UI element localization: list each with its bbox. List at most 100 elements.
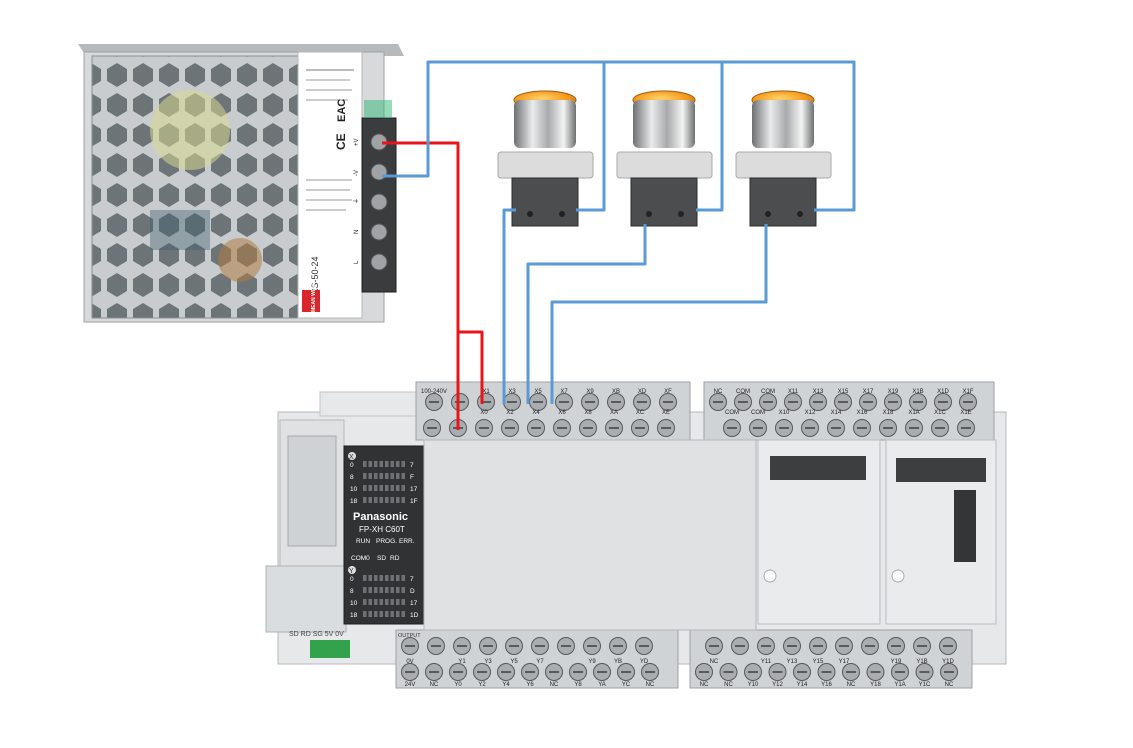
led-row-end: 7 [410, 576, 414, 583]
terminal-label: Y3 [484, 659, 492, 665]
led-indicator [374, 599, 378, 605]
terminal-label: NC [700, 682, 709, 688]
terminal-label: NC [646, 682, 655, 688]
terminal-label: Y17 [839, 659, 850, 665]
push-button-icon[interactable] [616, 90, 713, 227]
led-indicator [379, 575, 383, 581]
terminal-label: NC [710, 659, 719, 665]
led-indicator [396, 461, 400, 467]
led-indicator [390, 611, 394, 617]
led-indicator [385, 587, 389, 593]
led-indicator [390, 473, 394, 479]
terminal-label: X2 [506, 410, 514, 416]
led-indicator [363, 485, 367, 491]
terminal-label: Y8 [574, 682, 582, 688]
led-indicator [396, 575, 400, 581]
terminal-label: NC [550, 682, 559, 688]
led-indicator [363, 473, 367, 479]
terminal-label: X17 [863, 389, 874, 395]
led-indicator [396, 611, 400, 617]
led-row-start: 10 [350, 486, 358, 493]
psu-terminal-label: -V [354, 170, 360, 176]
terminal-label: X14 [831, 410, 842, 416]
led-row-start: 8 [350, 474, 354, 481]
sd-label: SD [377, 555, 386, 562]
terminal-label: XB [612, 389, 620, 395]
terminal-label: X3 [508, 389, 516, 395]
led-indicator [385, 485, 389, 491]
led-row-start: 0 [350, 576, 354, 583]
led-indicator [396, 473, 400, 479]
terminal-label: 0V [406, 659, 413, 665]
led-indicator [368, 497, 372, 503]
led-row-start: 10 [350, 600, 358, 607]
led-indicator [390, 575, 394, 581]
terminal-label: Y15 [813, 659, 824, 665]
led-indicator [396, 485, 400, 491]
psu-screw[interactable] [370, 223, 388, 241]
led-indicator [368, 587, 372, 593]
led-indicator [401, 461, 405, 467]
terminal-label: NC [430, 682, 439, 688]
led-indicator [374, 461, 378, 467]
terminal-label: COM [761, 389, 775, 395]
blue-wire [550, 224, 768, 404]
terminal-label: X18 [883, 410, 894, 416]
terminal-label: Y9 [588, 659, 596, 665]
push-button-icon[interactable] [497, 90, 594, 227]
terminal-label: X16 [857, 410, 868, 416]
terminal-label: Y1A [894, 682, 905, 688]
led-row-start: 0 [350, 462, 354, 469]
terminal-label: X1 [482, 389, 490, 395]
led-indicator [363, 497, 367, 503]
terminal-label: X7 [560, 389, 568, 395]
terminal-label: Y12 [772, 682, 783, 688]
led-indicator [385, 611, 389, 617]
led-row-end: D [410, 588, 415, 595]
terminal-label: X0 [480, 410, 488, 416]
blue-wire [576, 62, 606, 212]
blue-wire [382, 60, 856, 212]
led-indicator [401, 587, 405, 593]
led-indicator [396, 587, 400, 593]
terminal-label: XF [664, 389, 672, 395]
terminal-label: YB [614, 659, 622, 665]
terminal-label: Y10 [748, 682, 759, 688]
red-wire [382, 141, 484, 404]
terminal-label: X1A [908, 410, 919, 416]
led-indicator [396, 497, 400, 503]
psu-terminal-label: N [354, 230, 360, 234]
terminal-label: YD [640, 659, 649, 665]
led-indicator [363, 611, 367, 617]
led-indicator [368, 599, 372, 605]
terminal-label: X10 [779, 410, 790, 416]
led-indicator [390, 485, 394, 491]
psu-terminal-screws [370, 133, 388, 271]
led-indicator [390, 497, 394, 503]
power-supply: LRS-50-24 MEAN WELL CE EAC +V -V ⏚ N L [78, 44, 404, 323]
terminal-label: X5 [534, 389, 542, 395]
serial-labels: SD RD SG 5V 0V [289, 631, 344, 638]
terminal-label: X11 [788, 389, 799, 395]
x-indicator: X [349, 454, 354, 461]
led-indicator [368, 461, 372, 467]
led-indicator [385, 497, 389, 503]
terminal-label: COM [751, 410, 765, 416]
terminal-label: Y4 [502, 682, 510, 688]
psu-screw[interactable] [370, 253, 388, 271]
terminal-label: X15 [838, 389, 849, 395]
terminal-label: Y1 [458, 659, 466, 665]
led-indicator [390, 599, 394, 605]
led-indicator [401, 611, 405, 617]
led-indicator [379, 587, 383, 593]
output-tag: OUTPUT [398, 633, 421, 639]
led-indicator [401, 575, 405, 581]
led-indicator [374, 611, 378, 617]
psu-ce-mark: CE [334, 133, 348, 150]
push-button-icon[interactable] [735, 90, 832, 227]
terminal-label: X1B [912, 389, 923, 395]
psu-screw[interactable] [370, 163, 388, 181]
psu-screw[interactable] [370, 193, 388, 211]
